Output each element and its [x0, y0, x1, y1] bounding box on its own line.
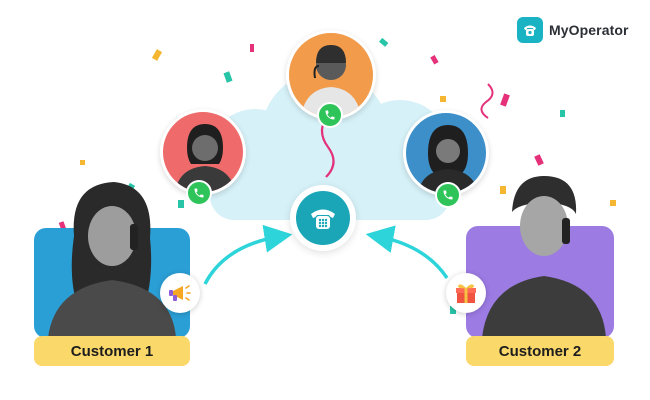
rotary-phone-icon: [308, 203, 338, 233]
phone-call-icon: [442, 189, 454, 201]
gift-icon: [453, 280, 479, 306]
agent-right-call-badge: [435, 182, 461, 208]
customer-1-photo: [38, 178, 178, 338]
brand-logo: MyOperator: [517, 17, 629, 43]
agent-left-call-badge: [186, 180, 212, 206]
brand-name: MyOperator: [549, 22, 629, 38]
phone-call-icon: [193, 187, 205, 199]
customer-2-photo: [478, 168, 608, 338]
gift-badge: [446, 273, 486, 313]
phone-call-icon: [324, 109, 336, 121]
customer-2-label: Customer 2: [466, 336, 614, 366]
customer-1-label: Customer 1: [34, 336, 190, 366]
person-avatar-icon: [406, 113, 486, 193]
phone-icon: [517, 17, 543, 43]
megaphone-badge: [160, 273, 200, 313]
central-phone-hub: [290, 185, 356, 251]
megaphone-icon: [167, 280, 193, 306]
agent-top-call-badge: [317, 102, 343, 128]
